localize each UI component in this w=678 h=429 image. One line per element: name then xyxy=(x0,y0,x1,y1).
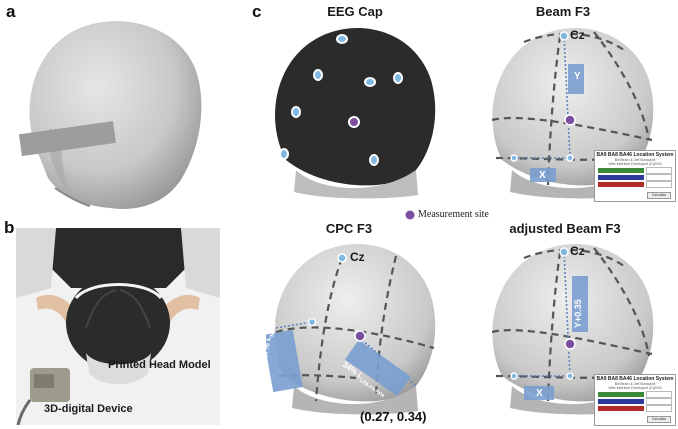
beam-y-label: Y xyxy=(574,71,581,82)
adjusted-measurement-site xyxy=(564,338,576,350)
inset-2-subtitle2: Web Interface Developed (C)2015 xyxy=(608,386,662,390)
location-system-inset-2: BA9 BA8 BA46 Location System Bill Beam &… xyxy=(594,374,676,426)
electrode-4 xyxy=(393,72,403,84)
inset-1-subtitle1: Bill Beam & Jeff Borckardt xyxy=(614,158,656,162)
adjusted-x-label: X xyxy=(536,388,543,399)
measurement-site-legend-dot xyxy=(405,210,415,220)
inset-2-subtitle1: Bill Beam & Jeff Borckardt xyxy=(614,382,656,386)
printed-head-model-label: Printed Head Model xyxy=(108,359,211,371)
electrode-3 xyxy=(364,77,376,87)
cpc-f3-head xyxy=(266,243,436,415)
beam-x-label-box xyxy=(530,168,556,182)
inset-1-calculate-button[interactable]: Calculate xyxy=(647,192,671,199)
adjusted-x-label-box xyxy=(524,386,554,400)
cpc-coords: (0.27, 0.34) xyxy=(360,409,427,424)
panel-b-photo xyxy=(16,228,220,425)
location-system-inset-1: BA9 BA8 BA46 Location System Bill Beam &… xyxy=(594,150,676,202)
cpc-pct-a-text: 27% L xyxy=(260,335,273,360)
beam-cz-label: Cz xyxy=(570,28,585,42)
panel-b-letter: b xyxy=(4,218,15,237)
digital-device-label: 3D-digital Device xyxy=(44,403,133,415)
eeg-measurement-site xyxy=(348,116,360,128)
beam-f3-head xyxy=(491,27,654,199)
panel-a-letter: a xyxy=(6,2,16,21)
eeg-cap-head xyxy=(275,27,436,199)
adjusted-cz-label: Cz xyxy=(570,244,585,258)
adjusted-beam-f3-title: adjusted Beam F3 xyxy=(509,221,621,236)
beam-measurement-site xyxy=(564,114,576,126)
beam-f3-title: Beam F3 xyxy=(535,4,591,19)
electrode-7 xyxy=(369,154,379,166)
eye-mask-bar xyxy=(18,121,117,157)
panel-c-letter: c xyxy=(252,2,262,21)
adjusted-beam-f3-head xyxy=(491,243,654,415)
inset-1-subtitle2: Web Interface Developed (C)2015 xyxy=(608,162,662,166)
beam-x-label: X xyxy=(539,170,546,181)
measurement-site-legend-text: Measurement site xyxy=(418,209,489,220)
beam-y-label-box xyxy=(568,64,584,94)
electrode-6 xyxy=(279,148,289,160)
cpc-measurement-site xyxy=(354,330,366,342)
inset-2-title: BA9 BA8 BA46 Location System xyxy=(596,376,674,382)
inset-2-calculate-button[interactable]: Calculate xyxy=(647,416,671,423)
cpc-pct-b-box xyxy=(344,339,412,397)
adjusted-y-label: Y+0.35 xyxy=(573,299,583,328)
electrode-1 xyxy=(336,34,348,44)
eeg-cap-title: EEG Cap xyxy=(327,4,383,19)
electrode-5 xyxy=(291,106,301,118)
cpc-pct-a-box xyxy=(266,329,303,393)
electrode-2 xyxy=(313,69,323,81)
panel-a-head-model xyxy=(18,21,202,209)
cpc-f3-title: CPC F3 xyxy=(325,221,373,236)
inset-1-title: BA9 BA8 BA46 Location System xyxy=(596,152,674,158)
cpc-cz-label: Cz xyxy=(350,250,365,264)
adjusted-y-label-box xyxy=(572,276,588,332)
